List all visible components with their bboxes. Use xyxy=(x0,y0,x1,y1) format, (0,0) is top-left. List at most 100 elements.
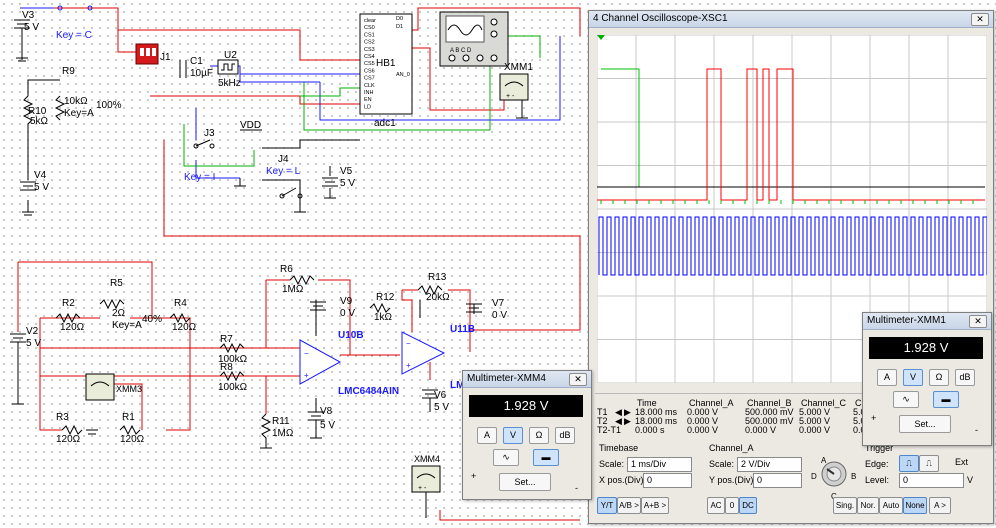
cursor-left-arrow-icon[interactable]: ◀ xyxy=(615,407,622,417)
cursor-marker-icon[interactable] xyxy=(597,35,605,40)
readout-cell: 0.000 V xyxy=(687,407,719,417)
v4-label: V4 xyxy=(34,170,47,181)
xmm1-ac-wave-icon[interactable]: ∿ xyxy=(893,391,919,408)
xmm1-db-button[interactable]: dB xyxy=(955,369,975,386)
v5-value: 5 V xyxy=(340,178,355,189)
r9-percent: 100% xyxy=(96,100,122,111)
trigger-normal-button[interactable]: Nor. xyxy=(857,497,879,514)
xmm4-symbol[interactable] xyxy=(411,465,441,493)
cursor-left-arrow-icon[interactable]: ◀ xyxy=(615,416,622,426)
key-l-label: Key = L xyxy=(266,166,301,177)
cursor-right-arrow-icon[interactable]: ▶ xyxy=(624,416,631,426)
r7-label: R7 xyxy=(220,334,233,345)
close-icon[interactable]: ✕ xyxy=(969,315,987,328)
xmm4-db-button[interactable]: dB xyxy=(555,427,575,444)
x-pos-field[interactable]: 0 xyxy=(643,473,692,488)
trigger-none-button[interactable]: None xyxy=(903,497,927,514)
knob-letter-c: C xyxy=(831,492,837,501)
r1-label: R1 xyxy=(122,412,135,423)
xmm4-ac-wave-icon[interactable]: ∿ xyxy=(493,449,519,466)
edge-label: Edge: xyxy=(865,459,889,469)
readout-cell: 5.0 xyxy=(853,407,866,417)
adc-pin-label: AN_0 xyxy=(396,72,410,78)
readout-header: Time xyxy=(637,398,657,408)
mode-aplusb-button[interactable]: A+B > xyxy=(641,497,669,514)
xmm4-ohm-button[interactable]: Ω xyxy=(529,427,549,444)
r8-label: R8 xyxy=(220,362,233,373)
xmm1-amp-button[interactable]: A xyxy=(877,369,897,386)
adc-pin-label: CS3 xyxy=(364,47,375,53)
trigger-auto-button[interactable]: Auto xyxy=(879,497,903,514)
close-icon[interactable]: ✕ xyxy=(971,13,989,26)
r5-percent: 40% xyxy=(142,314,162,325)
oscilloscope-titlebar[interactable]: 4 Channel Oscilloscope-XSC1 ✕ xyxy=(589,11,993,28)
readout-header: Channel_A xyxy=(689,398,734,408)
svg-text:+ -: + - xyxy=(418,485,427,492)
xmm4-amp-button[interactable]: A xyxy=(477,427,497,444)
adc1-label: adc1 xyxy=(374,118,396,129)
multimeter-xmm1-window[interactable]: Multimeter-XMM1 ✕ 1.928 V A V Ω dB ∿ ▬ +… xyxy=(862,312,992,446)
r3-label: R3 xyxy=(56,412,69,423)
level-field[interactable]: 0 xyxy=(899,473,964,488)
c1-value: 10µF xyxy=(190,68,213,79)
adc-component[interactable] xyxy=(359,13,413,115)
ext-label: Ext xyxy=(955,457,969,467)
v9-label: V9 xyxy=(340,296,353,307)
v9-value: 0 V xyxy=(340,308,355,319)
trigger-a-button[interactable]: A > xyxy=(929,497,951,514)
channel-scale-field[interactable]: 2 V/Div xyxy=(737,457,802,472)
knob-letter-a: A xyxy=(821,456,827,465)
falling-edge-icon[interactable]: ⎍ xyxy=(919,455,939,472)
adc-pin-label: CS0 xyxy=(364,25,375,31)
adc-pin-label: LD xyxy=(364,104,371,110)
xmm1-set-button[interactable]: Set... xyxy=(899,415,951,433)
coupling-ac-button[interactable]: AC xyxy=(707,497,725,514)
r2-value: 120Ω xyxy=(60,322,85,333)
key-i-label: Key = I xyxy=(184,172,215,183)
opamp-u11b[interactable] xyxy=(401,331,446,375)
xmm3-label: XMM3 xyxy=(116,384,142,394)
cursor-right-arrow-icon[interactable]: ▶ xyxy=(624,407,631,417)
oscilloscope-window[interactable]: 4 Channel Oscilloscope-XSC1 ✕ Time Channe… xyxy=(588,10,994,524)
xmm4-set-button[interactable]: Set... xyxy=(499,473,551,491)
trace-channel-b xyxy=(597,68,985,201)
multimeter-xmm1-titlebar[interactable]: Multimeter-XMM1 ✕ xyxy=(863,313,991,330)
v5-label: V5 xyxy=(340,166,353,177)
coupling-zero-button[interactable]: 0 xyxy=(725,497,739,514)
y-pos-field[interactable]: 0 xyxy=(753,473,802,488)
coupling-dc-button[interactable]: DC xyxy=(739,497,757,514)
xmm1-dc-line-icon[interactable]: ▬ xyxy=(933,391,959,408)
v8-label: V8 xyxy=(320,406,333,417)
timebase-scale-field[interactable]: 1 ms/Div xyxy=(627,457,692,472)
timebase-scale-label: Scale: xyxy=(599,459,625,469)
xmm3-symbol[interactable] xyxy=(85,373,115,401)
xmm4-minus-label: - xyxy=(575,483,578,493)
rising-edge-icon[interactable]: ⎍ xyxy=(899,455,919,472)
mode-yt-button[interactable]: Y/T xyxy=(597,497,617,514)
xmm4-label: XMM4 xyxy=(414,454,440,464)
multimeter-xmm4-titlebar[interactable]: Multimeter-XMM4 ✕ xyxy=(463,371,591,388)
multimeter-xmm4-window[interactable]: Multimeter-XMM4 ✕ 1.928 V A V Ω dB ∿ ▬ +… xyxy=(462,370,592,500)
multimeter-xmm4-title: Multimeter-XMM4 xyxy=(467,373,546,384)
opamp-u10b[interactable] xyxy=(299,339,342,385)
xmm4-dc-line-icon[interactable]: ▬ xyxy=(533,449,559,466)
readout-cell: 0.000 V xyxy=(745,425,777,435)
channel-select-knob[interactable]: A B C D xyxy=(807,447,861,501)
close-icon[interactable]: ✕ xyxy=(569,373,587,386)
mode-ab-button[interactable]: A/B > xyxy=(617,497,641,514)
v7-label: V7 xyxy=(492,298,505,309)
readout-row-label: T1 xyxy=(597,407,608,417)
r8-value: 100kΩ xyxy=(218,382,248,393)
r6-value: 1MΩ xyxy=(282,284,304,295)
v8-value: 5 V xyxy=(320,420,335,431)
xmm1-volt-button[interactable]: V xyxy=(903,369,923,386)
trigger-single-button[interactable]: Sing. xyxy=(833,497,857,514)
readout-cell: 18.000 ms xyxy=(635,416,678,426)
xmm4-volt-button[interactable]: V xyxy=(503,427,523,444)
xmm1-symbol[interactable] xyxy=(499,73,529,101)
y-pos-label: Y pos.(Div): xyxy=(709,475,756,485)
xmm1-ohm-button[interactable]: Ω xyxy=(929,369,949,386)
u2-value: 5kHz xyxy=(218,78,241,89)
r13-label: R13 xyxy=(428,272,447,283)
r11-value: 1MΩ xyxy=(272,428,294,439)
